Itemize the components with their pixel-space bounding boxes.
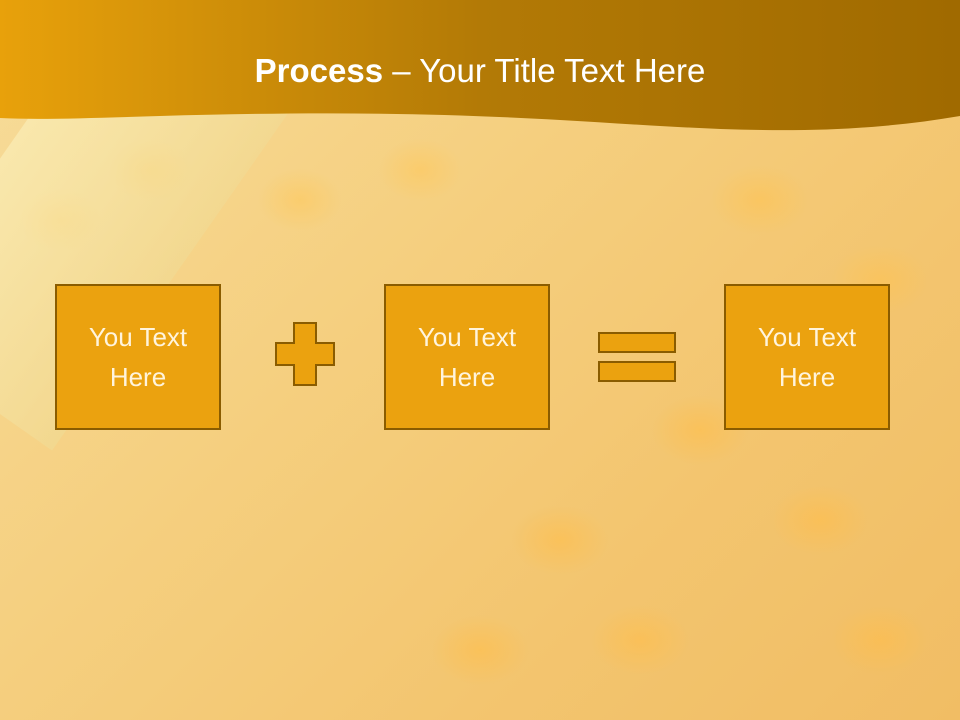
equals-icon (598, 332, 676, 382)
slide-title: Process – Your Title Text Here (0, 52, 960, 90)
title-bold: Process (254, 52, 384, 89)
process-box-3-text: You Text Here (757, 322, 857, 392)
process-box-2-text: You Text Here (417, 322, 517, 392)
title-separator: – (383, 52, 420, 89)
process-box-2[interactable]: You Text Here (384, 284, 550, 430)
process-box-1-text: You Text Here (88, 322, 188, 392)
title-banner: Process – Your Title Text Here (0, 0, 960, 140)
process-box-3[interactable]: You Text Here (724, 284, 890, 430)
plus-icon (275, 322, 335, 386)
title-rest: Your Title Text Here (419, 52, 706, 89)
process-box-1[interactable]: You Text Here (55, 284, 221, 430)
